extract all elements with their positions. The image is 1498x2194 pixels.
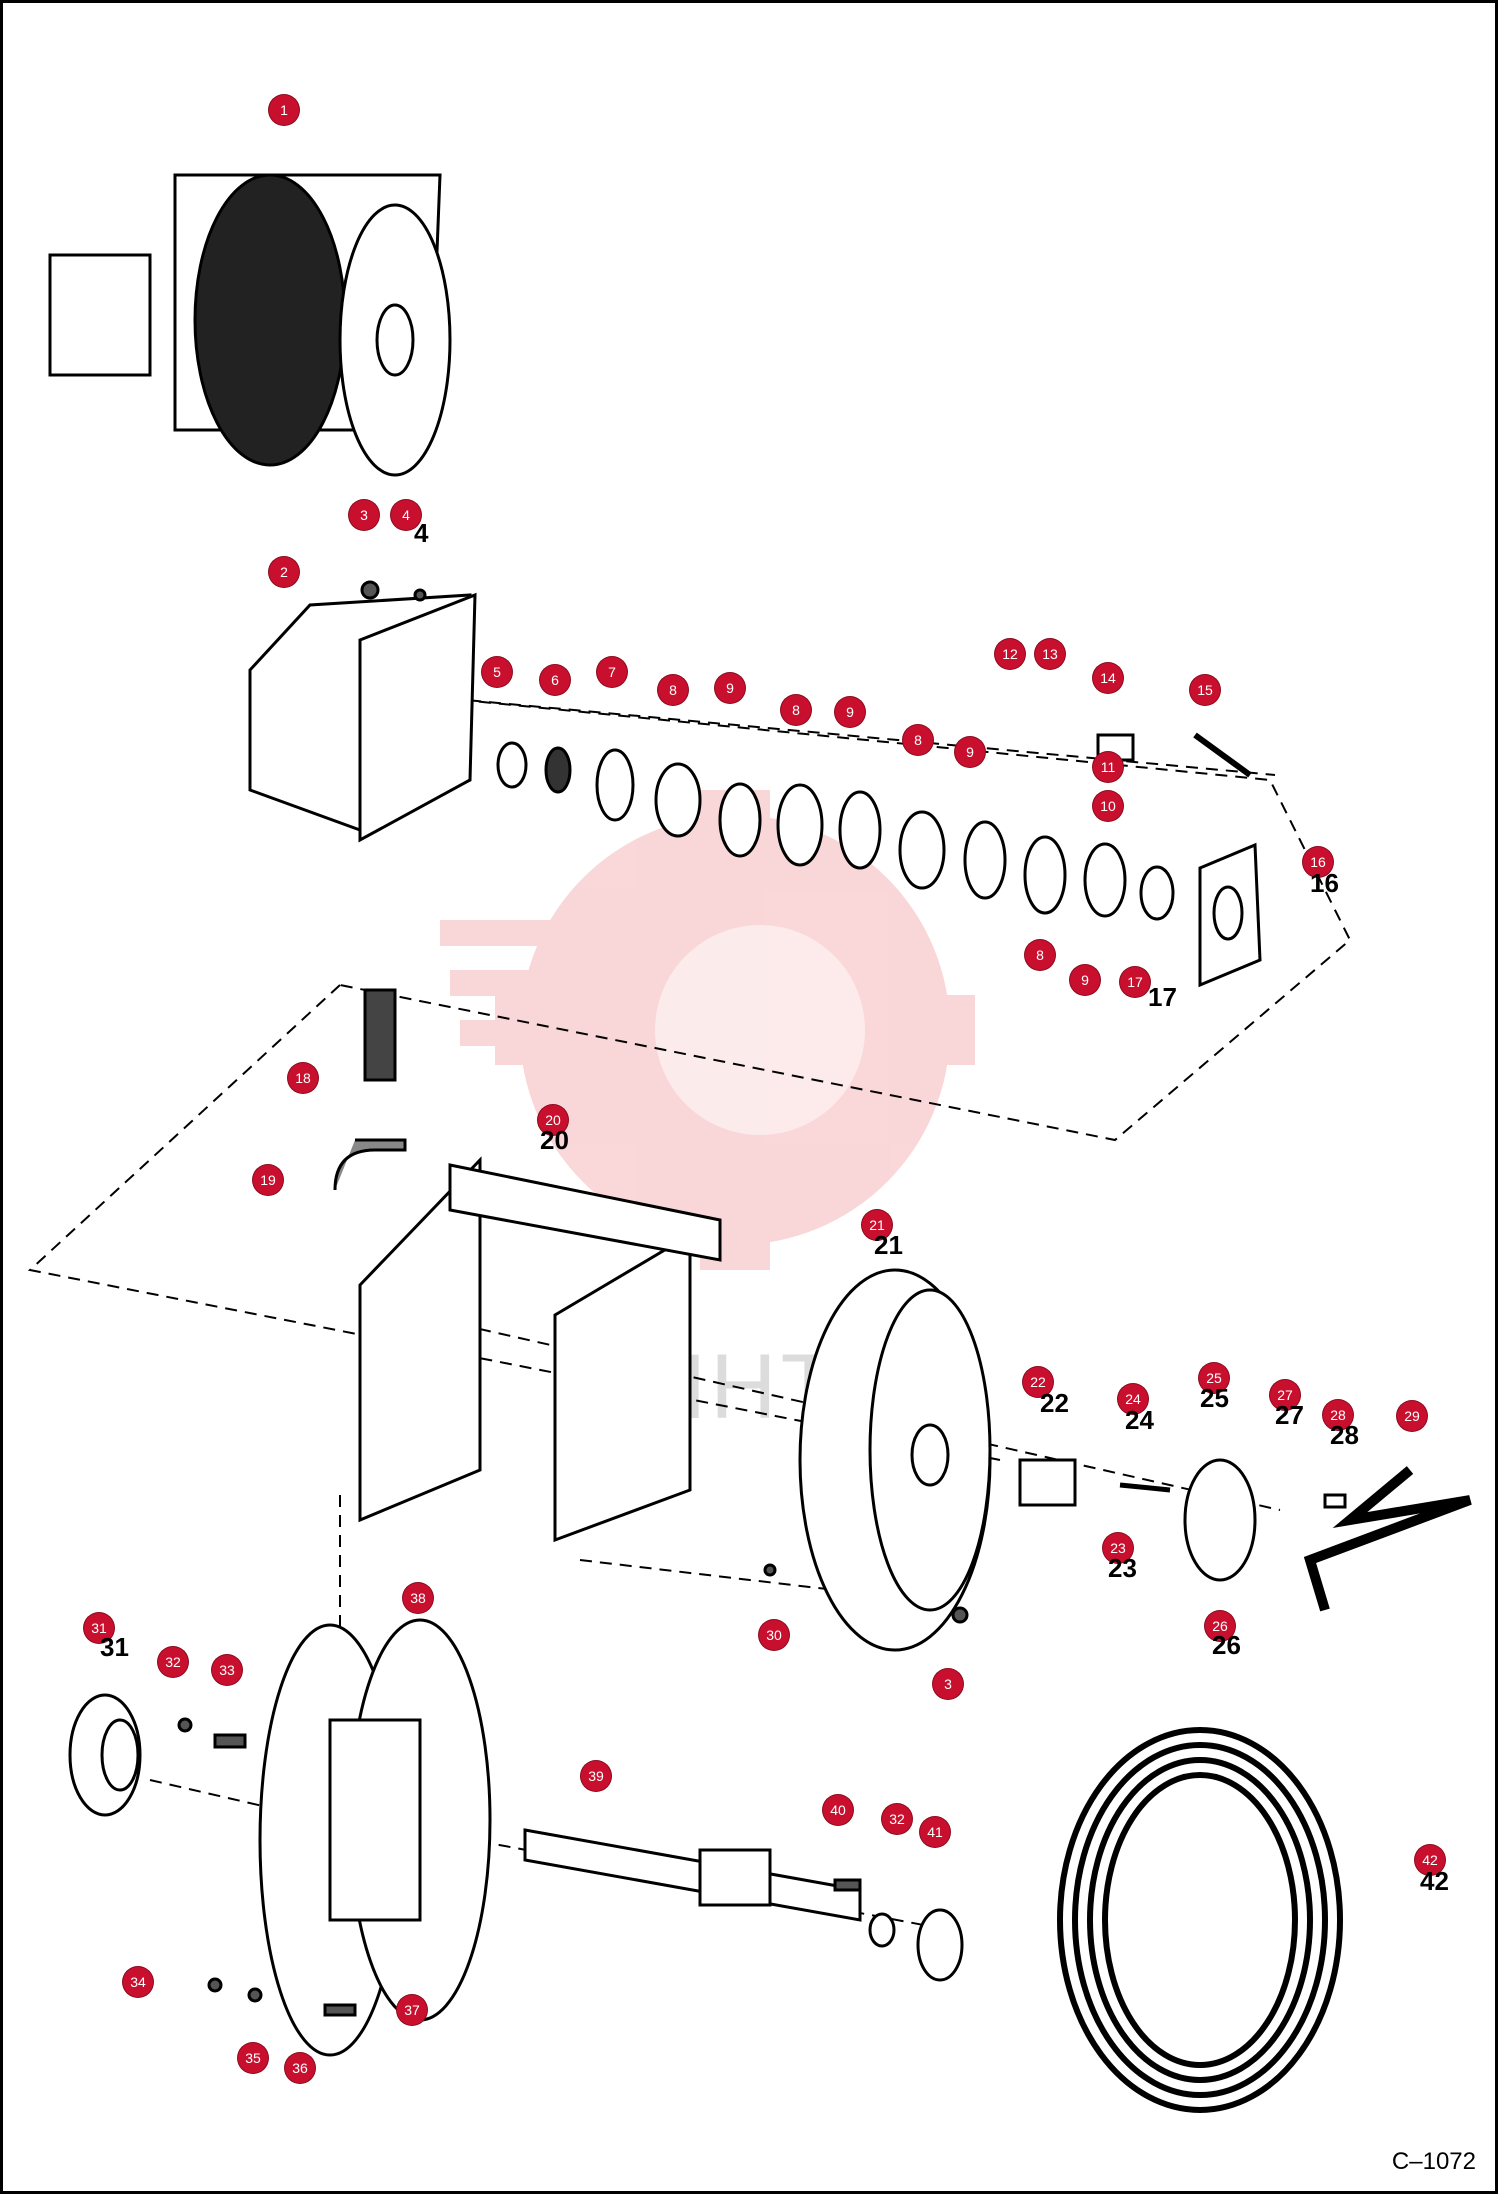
callout-35: 35 [238,2043,268,2073]
callout-23: 23 [1103,1533,1133,1563]
label-26: 26 [1212,1630,1241,1660]
callout-25: 25 [1199,1363,1229,1393]
callout-17: 17 [1120,967,1150,997]
callout-22: 22 [1023,1367,1053,1397]
callout-27: 27 [1270,1380,1300,1410]
callout-21: 21 [862,1210,892,1240]
callout-8a: 8 [658,675,688,705]
frame-bracket-icon [358,1156,722,1543]
pipe-fittings-icon [333,988,407,1191]
bearing-icon [68,1693,142,1817]
label-31: 31 [100,1632,129,1662]
label-22: 22 [1040,1388,1069,1418]
callout-26: 26 [1205,1611,1235,1641]
callout-32a: 32 [158,1647,188,1677]
callout-31: 31 [84,1613,114,1643]
callout-36: 36 [285,2053,315,2083]
label-24: 24 [1125,1405,1154,1435]
shaft-icon [523,1828,964,1982]
callout-19: 19 [253,1165,283,1195]
callout-29: 29 [1397,1401,1427,1431]
callout-9d: 9 [1070,965,1100,995]
gear-box-icon [248,592,477,843]
hose-coil-icon [1057,1727,1343,2113]
callout-32b: 32 [882,1804,912,1834]
label-17: 17 [1148,982,1177,1012]
reel-side-icon [798,1268,992,1652]
reel-assembly-icon [48,173,452,477]
callout-14: 14 [1093,663,1123,693]
callout-37: 37 [397,1995,427,2025]
callout-11: 11 [1093,752,1123,782]
callout-41: 41 [920,1817,950,1847]
callout-8c: 8 [903,725,933,755]
label-23: 23 [1108,1553,1137,1583]
label-16: 16 [1310,868,1339,898]
callout-39: 39 [581,1761,611,1791]
callout-3b: 3 [933,1669,963,1699]
callout-3: 3 [349,500,379,530]
label-28: 28 [1330,1420,1359,1450]
callout-30: 30 [759,1620,789,1650]
label-25: 25 [1200,1383,1229,1413]
callout-4: 4 [391,500,421,530]
callout-12: 12 [995,639,1025,669]
callout-42: 42 [1415,1845,1445,1875]
callout-7: 7 [597,657,627,687]
callout-24: 24 [1118,1384,1148,1414]
watermark-wrench-icon [655,925,865,1135]
callout-20: 20 [538,1105,568,1135]
drawing-code: C–1072 [1391,2148,1476,2175]
callout-38: 38 [403,1583,433,1613]
callout-34: 34 [123,1967,153,1997]
callout-15: 15 [1190,675,1220,705]
hub-parts-icon [1018,1458,1472,1612]
callout-18: 18 [288,1063,318,1093]
collector-ring-stack [496,732,1262,988]
callout-10: 10 [1093,791,1123,821]
callout-28: 28 [1323,1400,1353,1430]
callout-2: 2 [269,557,299,587]
label-27: 27 [1275,1400,1304,1430]
label-21: 21 [874,1230,903,1260]
callout-13: 13 [1035,639,1065,669]
small-hardware [177,580,969,2017]
label-42: 42 [1420,1866,1449,1896]
callout-16: 16 [1303,847,1333,877]
callout-1: 1 [269,95,299,125]
callout-33: 33 [212,1655,242,1685]
callout-9a: 9 [715,673,745,703]
callout-40: 40 [823,1795,853,1825]
callout-9c: 9 [955,737,985,767]
callout-8b: 8 [781,695,811,725]
callout-5: 5 [482,657,512,687]
label-20: 20 [540,1125,569,1155]
spool-icon [258,1618,492,2057]
callout-8d: 8 [1025,940,1055,970]
callout-9b: 9 [835,697,865,727]
callout-6: 6 [540,665,570,695]
label-4: 4 [414,518,429,548]
